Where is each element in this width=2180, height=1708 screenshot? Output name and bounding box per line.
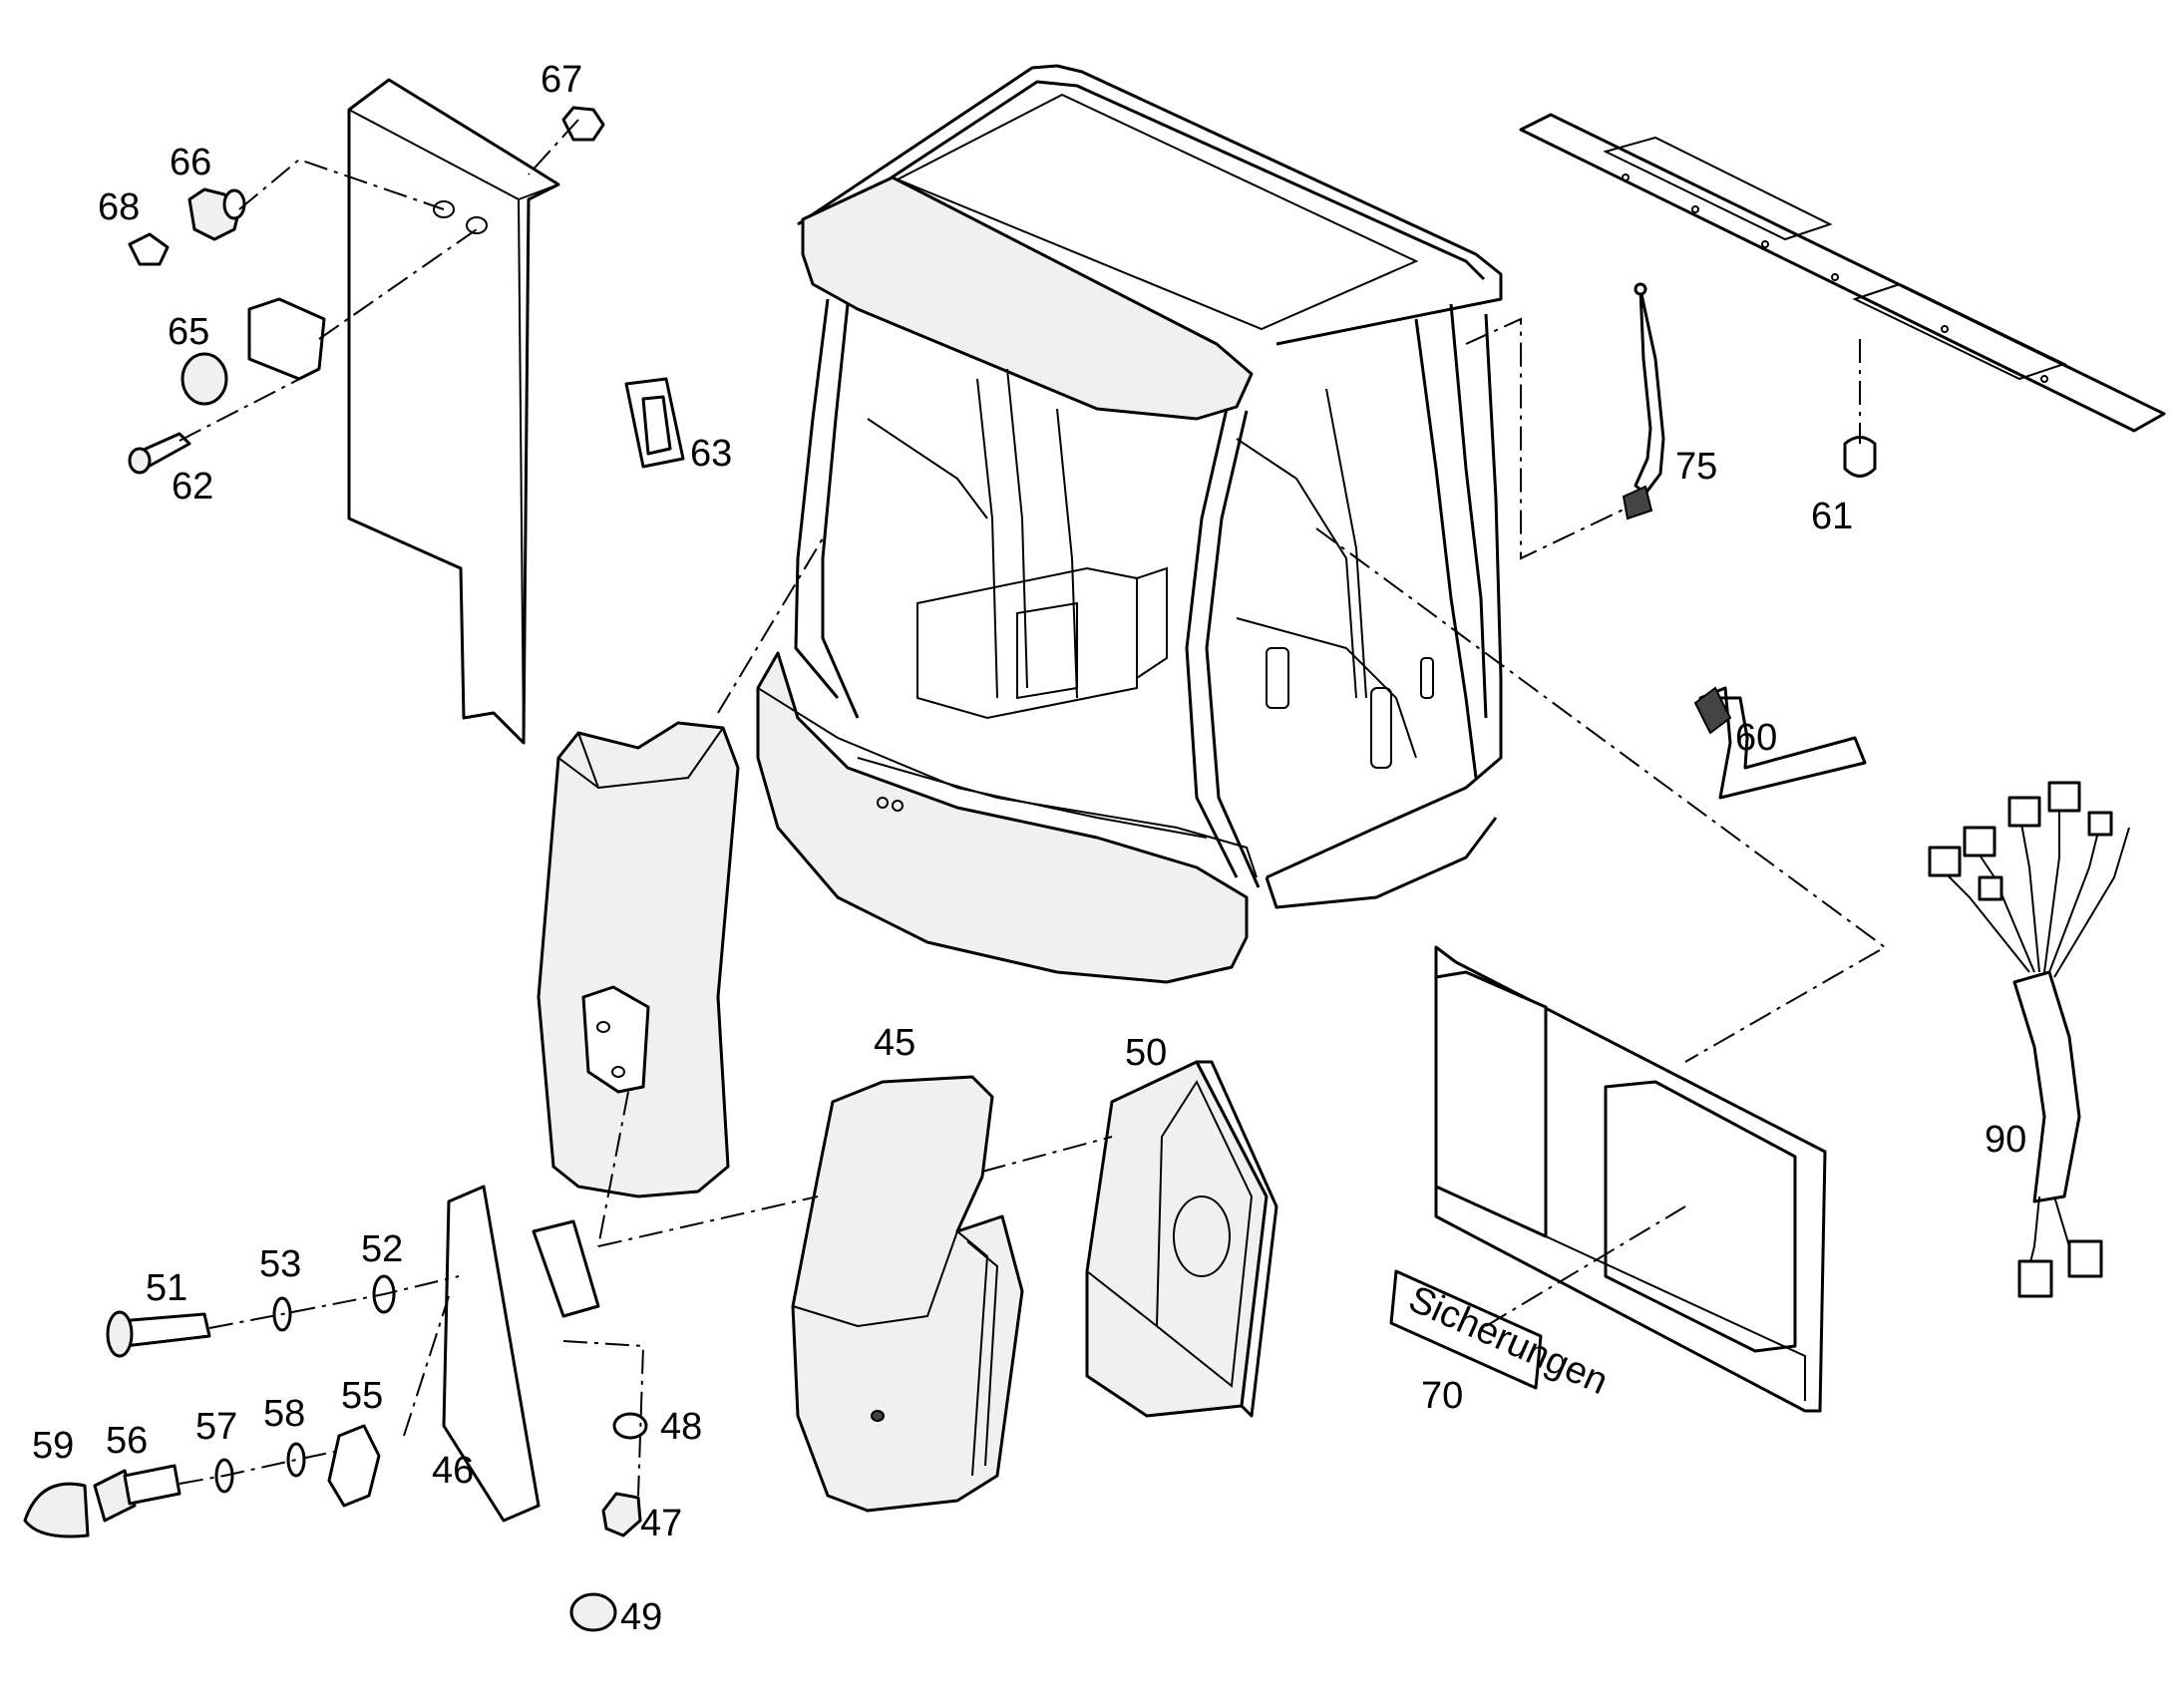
callout-50: 50 bbox=[1125, 1032, 1167, 1074]
washer-48 bbox=[612, 1412, 648, 1440]
wiring-harness-90 bbox=[1928, 781, 2130, 1298]
callout-53: 53 bbox=[259, 1243, 301, 1285]
callout-67: 67 bbox=[541, 59, 582, 101]
callout-61: 61 bbox=[1811, 496, 1853, 537]
callout-90: 90 bbox=[1985, 1119, 2026, 1161]
callout-62: 62 bbox=[172, 466, 213, 508]
fitting-66 bbox=[187, 187, 246, 241]
callout-56: 56 bbox=[106, 1420, 148, 1462]
callout-51: 51 bbox=[146, 1267, 187, 1309]
mounting-plate-61 bbox=[1519, 113, 2166, 478]
callout-59: 59 bbox=[32, 1425, 74, 1467]
plug-68 bbox=[128, 232, 170, 266]
callout-63: 63 bbox=[690, 433, 732, 475]
callout-68: 68 bbox=[98, 186, 140, 228]
column-cover bbox=[537, 721, 740, 1198]
left-side-panel bbox=[347, 78, 560, 745]
callout-70: 70 bbox=[1421, 1375, 1463, 1417]
antenna-75 bbox=[1622, 282, 1665, 520]
callout-45: 45 bbox=[874, 1022, 915, 1064]
cab-frame bbox=[756, 64, 1503, 984]
clip-63 bbox=[624, 377, 685, 469]
callout-49: 49 bbox=[620, 1596, 662, 1638]
washer-58 bbox=[286, 1442, 306, 1478]
callout-58: 58 bbox=[263, 1393, 305, 1435]
callout-52: 52 bbox=[361, 1228, 403, 1270]
display-unit-50 bbox=[1085, 1060, 1278, 1418]
bolt-62 bbox=[128, 432, 191, 475]
control-pod-45 bbox=[791, 1075, 1024, 1513]
callout-labels: 45 46 47 48 49 50 51 52 53 55 56 57 58 5… bbox=[32, 59, 2026, 1638]
callout-47: 47 bbox=[640, 1503, 682, 1544]
callout-57: 57 bbox=[195, 1406, 237, 1448]
callout-65: 65 bbox=[168, 311, 209, 353]
callout-46: 46 bbox=[432, 1450, 474, 1492]
bolt-56 bbox=[93, 1464, 182, 1523]
strap-60 bbox=[1693, 686, 1867, 800]
nut-67 bbox=[561, 106, 605, 142]
callout-75: 75 bbox=[1675, 446, 1717, 488]
callout-48: 48 bbox=[660, 1406, 702, 1448]
callout-60: 60 bbox=[1735, 717, 1777, 759]
screw-47 bbox=[601, 1492, 642, 1537]
callout-55: 55 bbox=[341, 1375, 383, 1417]
callout-66: 66 bbox=[170, 142, 211, 183]
cap-59 bbox=[23, 1482, 90, 1538]
leader-lines bbox=[179, 119, 1887, 1497]
bracket-46 bbox=[442, 1185, 600, 1523]
cap-49 bbox=[569, 1592, 617, 1632]
cable-clip-55 bbox=[327, 1424, 381, 1508]
bolt-51 bbox=[106, 1310, 211, 1358]
fuse-box-70: Sicherungen bbox=[1389, 945, 1827, 1413]
fuse-decal bbox=[1389, 1269, 1543, 1390]
